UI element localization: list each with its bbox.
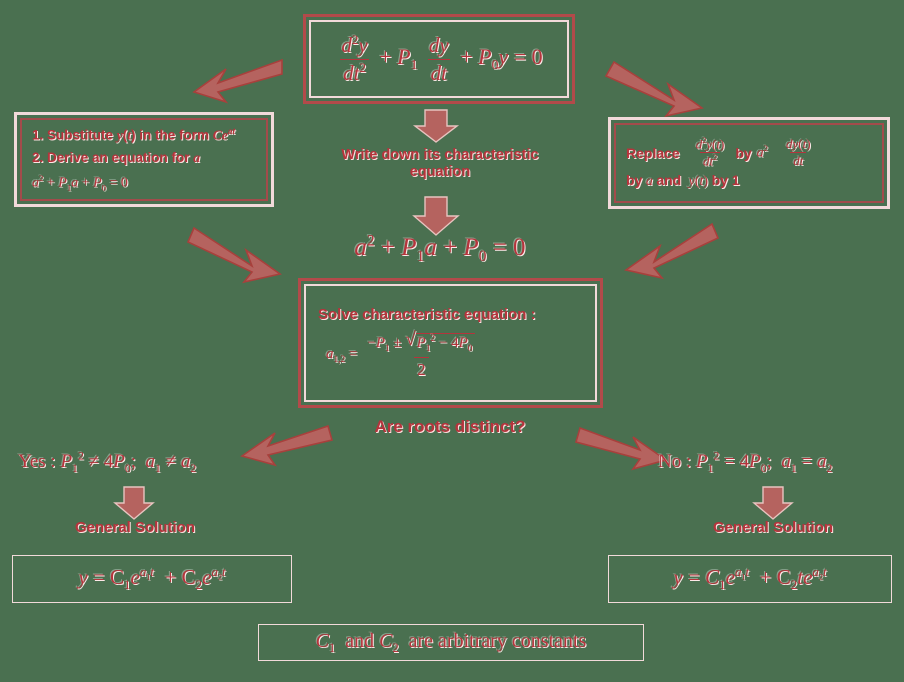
no-branch-text: No : P12 = 4P0; a1 = a2 <box>658 450 833 476</box>
arrow-solve-to-yes <box>228 412 336 474</box>
write-characteristic-equation-label: Write down its characteristic equation <box>300 147 580 182</box>
are-roots-distinct-question: Are roots distinct? <box>300 417 600 437</box>
differential-equation-box: d2y dt2 + P1 dy dt + P0y = 0 <box>303 14 575 104</box>
write-char-eq-line-1: Write down its characteristic <box>341 147 539 163</box>
solution-distinct-roots-formula: y = C1ea1t + C2ea2t <box>78 564 226 593</box>
replace-rule-line-2: by a and y(t) by 1 <box>626 171 740 189</box>
replace-rule-line-1: Replace d2y(t) dt2 by a2 dy(t) dt <box>626 135 811 169</box>
replace-rules-box: Replace d2y(t) dt2 by a2 dy(t) dt <box>608 117 890 209</box>
write-char-eq-line-2: equation <box>409 164 471 181</box>
arrow-ode-to-substitute <box>178 44 288 116</box>
yes-branch-text: Yes : P12 ≠ 4P0; a1 ≠ a2 <box>18 450 197 476</box>
solve-box-heading: Solve characteristic equation : <box>318 306 536 324</box>
general-solution-label-right: General Solution <box>668 519 878 537</box>
differential-equation-formula: d2y dt2 + P1 dy dt + P0y = 0 <box>340 32 543 85</box>
arrow-substitute-to-chareq <box>186 220 298 286</box>
arbitrary-constants-note-box: C1 and C2 are arbitrary constants <box>258 624 644 661</box>
arrow-note-to-chareq <box>412 196 460 237</box>
substitute-step-2: 2. Derive an equation for a <box>32 150 201 166</box>
solution-repeated-roots-formula: y = C1ea1t + C2tea2t <box>673 564 827 593</box>
yes-branch-condition: Yes : P12 ≠ 4P0; a1 ≠ a2 <box>18 450 196 477</box>
arrow-replace-to-chareq <box>608 218 720 284</box>
arrow-yes-to-solution <box>113 486 155 521</box>
are-roots-distinct-text: Are roots distinct? <box>374 417 526 436</box>
characteristic-equation-formula: a2 + P1a + P0 = 0 <box>354 233 526 266</box>
no-branch-condition: No : P12 = 4P0; a1 = a2 <box>658 450 832 477</box>
arrow-ode-to-replace <box>598 56 713 128</box>
solution-repeated-roots-box: y = C1ea1t + C2tea2t <box>608 555 892 603</box>
general-solution-right-text: General Solution <box>712 519 833 536</box>
arrow-ode-to-note <box>412 109 460 144</box>
arrow-solve-to-no <box>572 416 680 478</box>
solve-characteristic-equation-box: Solve characteristic equation : a1,2 = −… <box>298 278 603 408</box>
substitute-derived-equation: a2 + P1a + P0 = 0 <box>32 173 128 193</box>
characteristic-equation: a2 + P1a + P0 = 0 <box>300 232 580 267</box>
arbitrary-constants-note-text: C1 and C2 are arbitrary constants <box>315 629 587 655</box>
solution-distinct-roots-box: y = C1ea1t + C2ea2t <box>12 555 292 603</box>
substitute-steps-box: 1. Substitute y(t) in the form Ceat 2. D… <box>14 112 274 207</box>
quadratic-formula: a1,2 = −P1 ± √ P12 − 4P0 2 <box>326 330 481 380</box>
arrow-no-to-solution <box>752 486 794 521</box>
general-solution-label-left: General Solution <box>30 519 240 537</box>
general-solution-left-text: General Solution <box>74 519 195 536</box>
substitute-step-1: 1. Substitute y(t) in the form Ceat <box>32 125 236 143</box>
